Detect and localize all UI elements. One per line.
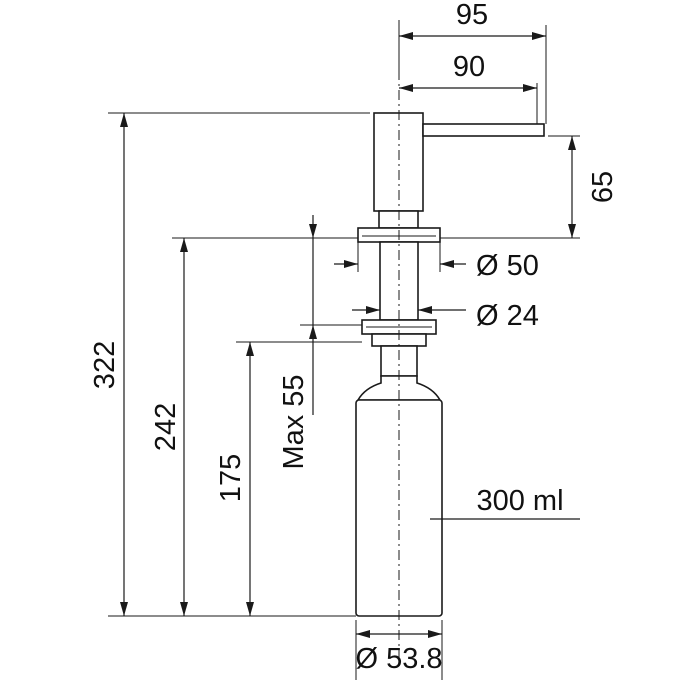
dim-label-max-55: Max 55 [278,374,310,469]
dimension-90: 90 [399,51,538,124]
dimension-95: 95 [398,0,547,124]
dispenser-part-outline [355,112,545,617]
dimension-max-55: Max 55 [278,215,362,470]
capacity-leader: 300 ml [430,485,580,520]
dim-label-90: 90 [453,51,485,83]
dim-label-175: 175 [215,454,247,502]
dimension-diameter-24: Ø 24 [352,300,539,332]
dim-label-322: 322 [89,341,121,389]
dim-label-diameter-24: Ø 24 [476,300,539,332]
dim-label-65: 65 [587,171,619,203]
dim-label-diameter-53-8: Ø 53.8 [355,643,442,675]
dimension-65: 65 [440,135,619,239]
dimension-322: 322 [89,112,370,617]
dimension-diameter-50: Ø 50 [334,242,539,282]
dimension-diameter-53-8: Ø 53.8 [355,620,443,680]
dim-label-95: 95 [456,0,488,31]
dimension-175: 175 [215,341,362,616]
dim-label-diameter-50: Ø 50 [476,250,539,282]
capacity-label: 300 ml [476,485,563,517]
dim-label-242: 242 [150,403,182,451]
spout [422,123,545,137]
dimension-242: 242 [150,237,358,616]
